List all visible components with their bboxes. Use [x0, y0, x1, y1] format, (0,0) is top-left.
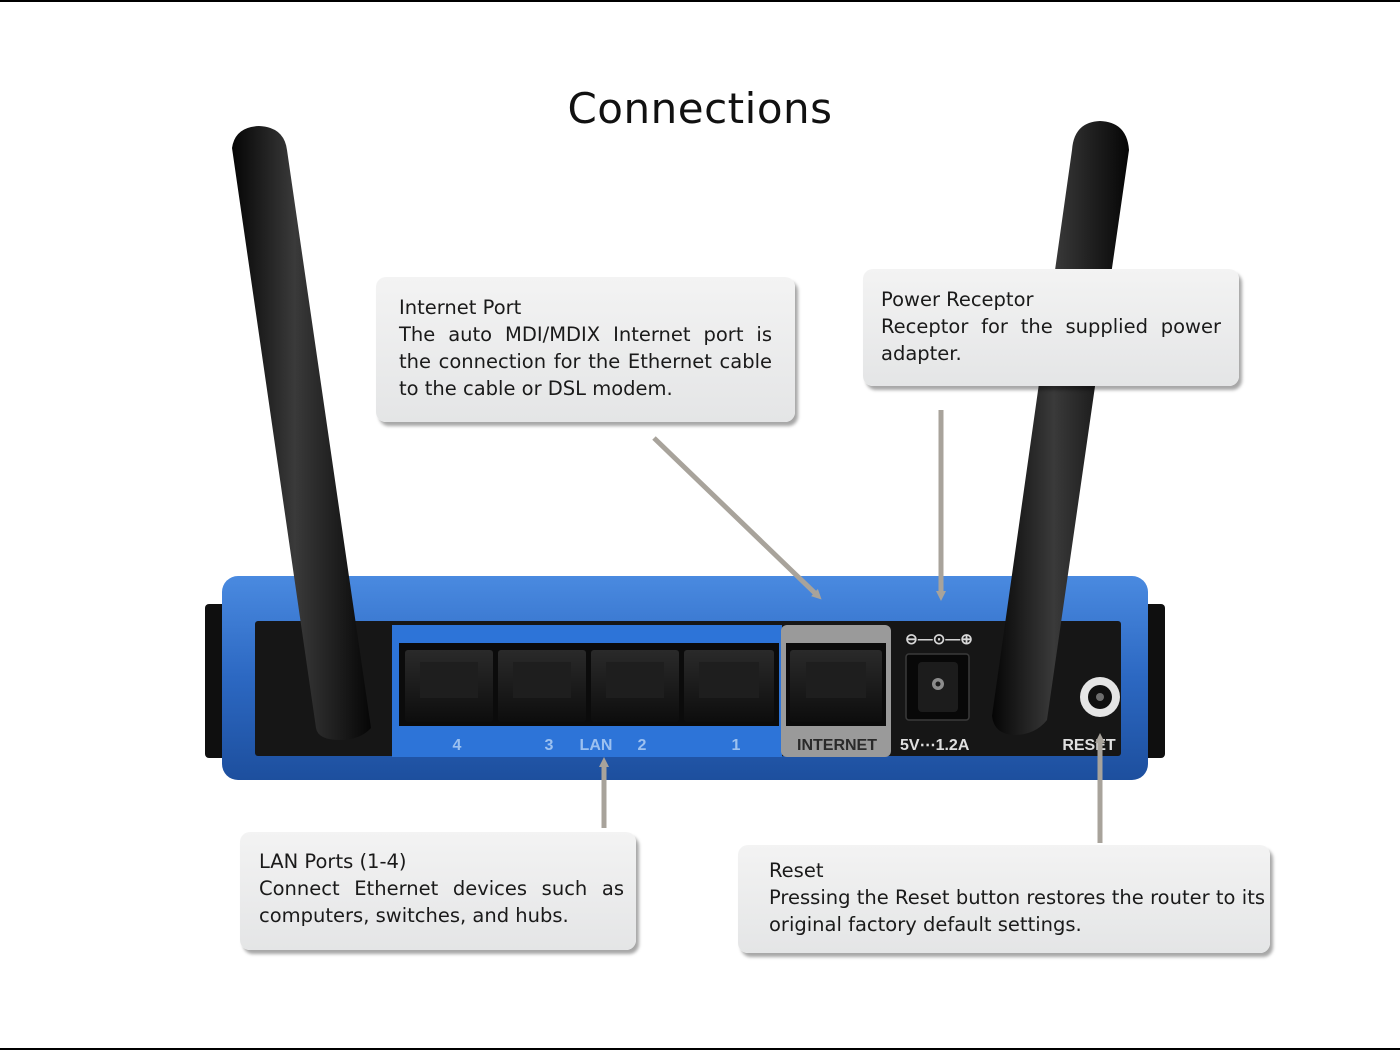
lan-port-label-2: 2	[638, 737, 647, 754]
lan-ports-callout: LAN Ports (1-4) Connect Ethernet devices…	[240, 832, 636, 950]
page-title: Connections	[567, 84, 833, 133]
internet-port-arrow	[652, 436, 822, 600]
lan-group-label: LAN	[580, 737, 613, 754]
callout-heading: Reset	[769, 859, 824, 882]
callout-heading: LAN Ports (1-4)	[259, 850, 407, 873]
reset-button	[1080, 677, 1120, 717]
internet-port-strip	[781, 625, 891, 757]
callout-body: Connect Ethernet devices such as compute…	[259, 877, 624, 927]
lan-port-1	[684, 650, 774, 722]
internet-port-callout: Internet Port The auto MDI/MDIX Internet…	[376, 277, 795, 422]
top-rule	[0, 0, 1400, 2]
callout-heading: Power Receptor	[881, 288, 1034, 311]
bottom-rule	[0, 1048, 1400, 1050]
lan-port-4	[405, 650, 493, 722]
lan-port-label-1: 1	[732, 737, 741, 754]
internet-label: INTERNET	[797, 737, 877, 754]
lan-port-3	[498, 650, 586, 722]
left-antenna	[232, 126, 371, 740]
reset-label: RESET	[1062, 737, 1116, 754]
power-rating-label: 5V⋯1.2A	[900, 737, 970, 754]
callout-body: The auto MDI/MDIX Internet port is the c…	[399, 323, 772, 400]
power-jack	[905, 653, 970, 721]
reset-callout: Reset Pressing the Reset button restores…	[738, 845, 1270, 953]
callout-heading: Internet Port	[399, 296, 522, 319]
lan-port-label-3: 3	[545, 737, 554, 754]
power-receptor-callout: Power Receptor Receptor for the supplied…	[863, 269, 1239, 386]
callout-body: Pressing the Reset button restores the r…	[769, 886, 1265, 936]
lan-port-2	[591, 650, 679, 722]
power-polarity-symbol: ⊖—⊙—⊕	[905, 631, 973, 648]
lan-port-strip	[392, 625, 782, 757]
lan-port-label-4: 4	[453, 737, 462, 754]
internet-port	[790, 650, 882, 722]
callout-body: Receptor for the supplied power adapter.	[881, 315, 1221, 365]
